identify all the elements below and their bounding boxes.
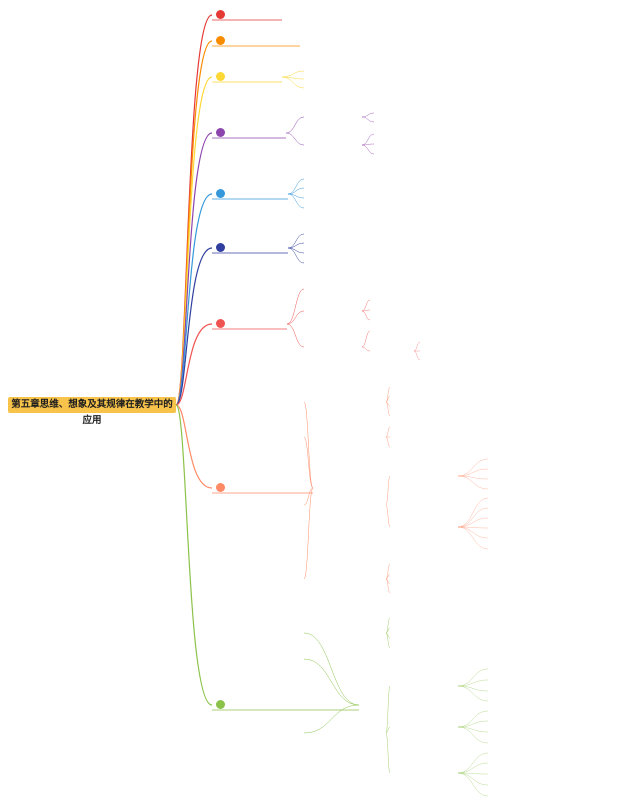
section-number-badge (216, 10, 225, 19)
section-number-badge (216, 483, 225, 492)
section-number-badge (216, 128, 225, 137)
section-number-badge (216, 189, 225, 198)
section-number-badge (216, 243, 225, 252)
section-number-badge (216, 72, 225, 81)
root-node[interactable]: 第五章思维、想象及其规律在教学中的应用 (8, 397, 176, 426)
section-number-badge (216, 700, 225, 709)
section-number-badge (216, 319, 225, 328)
section-number-badge (216, 36, 225, 45)
